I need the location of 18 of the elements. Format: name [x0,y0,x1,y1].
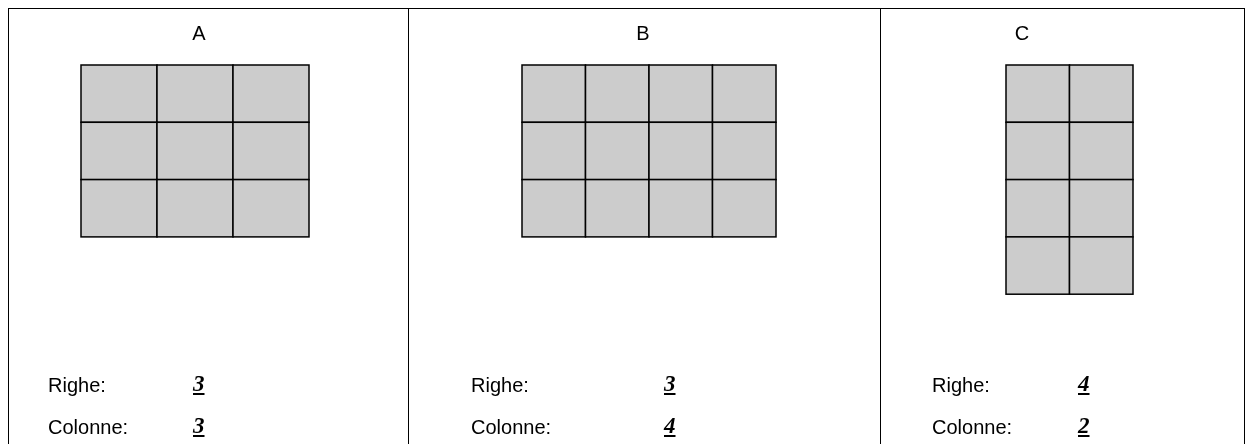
row-count-value: 3 [664,372,676,395]
column-count-label: Colonne: [48,417,129,437]
row-count-label: Righe: [932,375,990,395]
column-heading: A [192,23,206,43]
table-column-panel [8,8,408,444]
column-count-label: Colonne: [932,417,1013,437]
column-count-label: Colonne: [471,417,552,437]
table-column-panel [408,8,880,444]
column-count-value: 4 [664,414,676,437]
row-count-label: Righe: [471,375,529,395]
row-count-value: 4 [1078,372,1090,395]
column-count-value: 3 [193,414,205,437]
row-count-label: Righe: [48,375,106,395]
row-count-value: 3 [193,372,205,395]
column-heading: B [636,23,650,43]
table-column-panel [880,8,1245,444]
column-count-value: 2 [1078,414,1090,437]
column-heading: C [1014,23,1030,43]
